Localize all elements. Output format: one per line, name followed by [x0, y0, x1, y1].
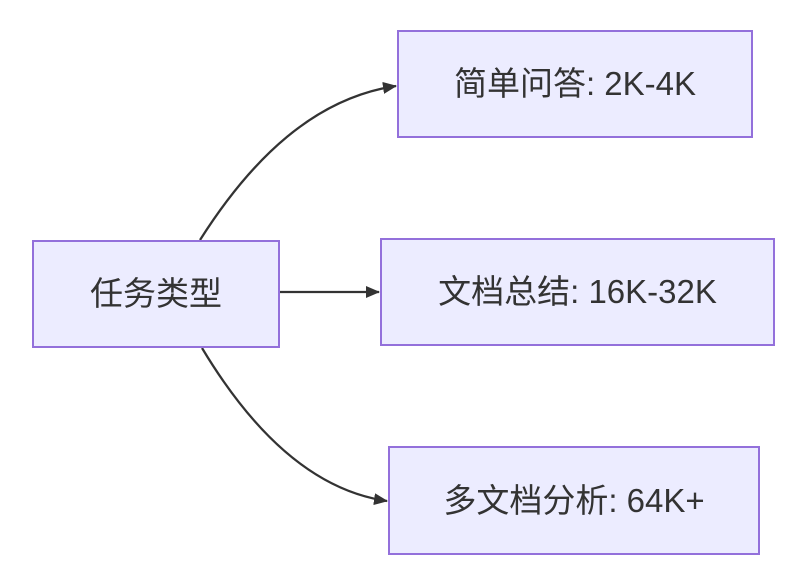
- node-doc-summary-label: 文档总结: 16K-32K: [438, 273, 717, 311]
- node-task-type: 任务类型: [32, 240, 280, 348]
- node-simple-qa-label: 简单问答: 2K-4K: [453, 65, 697, 103]
- edge-root-to-simple-qa: [199, 81, 397, 241]
- node-multi-doc-analysis: 多文档分析: 64K+: [388, 446, 760, 555]
- node-doc-summary: 文档总结: 16K-32K: [380, 238, 775, 346]
- node-task-type-label: 任务类型: [90, 275, 222, 313]
- edge-root-to-multi-doc: [201, 347, 388, 506]
- node-simple-qa: 简单问答: 2K-4K: [397, 30, 753, 138]
- node-multi-doc-analysis-label: 多文档分析: 64K+: [443, 481, 705, 519]
